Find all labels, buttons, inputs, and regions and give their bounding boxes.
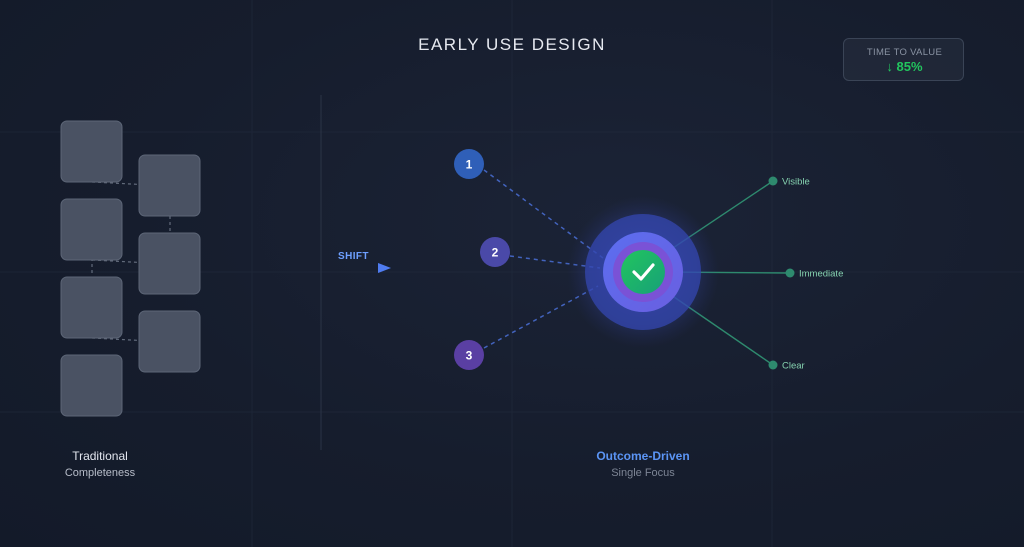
output-dots <box>768 176 795 370</box>
input-node-label: 2 <box>492 246 499 260</box>
block <box>60 120 123 183</box>
input-node-1: 1 <box>454 149 484 179</box>
block <box>138 232 201 295</box>
output-dot-immediate <box>785 268 795 278</box>
traditional-subcaption: Completeness <box>64 467 136 479</box>
page-title: EARLY USE DESIGN <box>418 35 606 54</box>
block <box>60 198 123 261</box>
time-to-value-label: TIME TO VALUE <box>866 47 943 58</box>
shift-label: SHIFT <box>338 251 369 262</box>
time-to-value-value: ↓ 85% <box>886 59 923 74</box>
input-node-2: 2 <box>480 237 510 267</box>
input-nodes: 1 2 3 <box>454 149 510 370</box>
outcome-caption: Outcome-Driven <box>596 449 690 463</box>
output-label-clear: Clear <box>782 361 805 372</box>
block <box>138 154 201 217</box>
checkmark-icon <box>632 263 655 281</box>
arrow-right-icon <box>378 263 391 273</box>
output-label-visible: Visible <box>782 177 810 188</box>
traditional-blocks <box>60 120 201 417</box>
block <box>60 354 123 417</box>
time-to-value-badge: TIME TO VALUE ↓ 85% <box>843 38 964 81</box>
traditional-caption: Traditional <box>72 449 128 463</box>
input-node-3: 3 <box>454 340 484 370</box>
target-core <box>621 250 665 294</box>
output-dot-clear <box>768 360 778 370</box>
outcome-target <box>567 196 719 348</box>
output-label-immediate: Immediate <box>799 269 843 280</box>
output-dot-visible <box>768 176 778 186</box>
input-node-label: 3 <box>466 349 473 363</box>
block <box>138 310 201 373</box>
block <box>60 276 123 339</box>
outcome-subcaption: Single Focus <box>611 467 675 479</box>
input-node-label: 1 <box>466 158 473 172</box>
